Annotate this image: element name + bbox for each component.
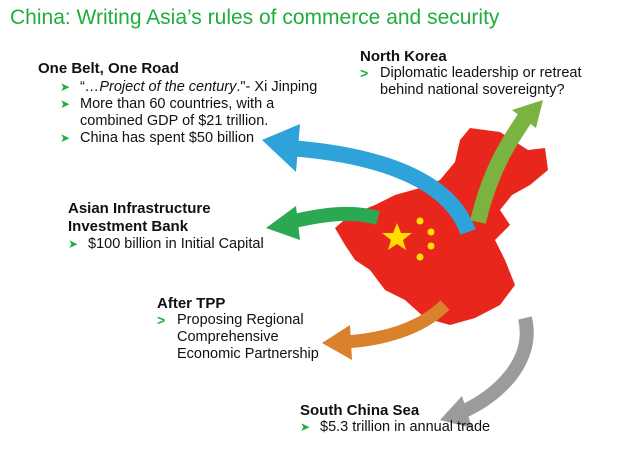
arrow-bullet-icon: ➤ xyxy=(300,420,311,434)
arrow-bullet-icon: ➤ xyxy=(60,97,71,111)
green-arrowhead-west xyxy=(266,206,300,240)
green-arrow-west xyxy=(288,206,380,229)
nk-bullet: >Diplomatic leadership or retreat behind… xyxy=(360,65,582,98)
scs-heading: South China Sea xyxy=(300,402,420,419)
arrow-bullet-icon: ➤ xyxy=(60,80,71,94)
aiib-section: Asian Infrastructure Investment Bank ➤$1… xyxy=(68,200,268,253)
obor-bullet: ➤China has spent $50 billion xyxy=(60,130,255,146)
green-arrowhead-north xyxy=(512,100,543,128)
obor-quote: ➤“…Project of the century."- Xi Jinping xyxy=(60,79,318,95)
obor-heading: One Belt, One Road xyxy=(38,60,179,77)
arrow-bullet-icon: ➤ xyxy=(60,131,71,145)
tpp-bullet: >Proposing Regional Comprehensive Econom… xyxy=(157,312,319,362)
tpp-section: After TPP >Proposing Regional Comprehens… xyxy=(157,295,342,363)
green-arrow-north xyxy=(470,113,532,224)
aiib-heading: Asian Infrastructure Investment Bank xyxy=(68,200,211,235)
orange-arrow xyxy=(344,300,450,349)
flag-star-small-icons xyxy=(416,217,435,261)
scs-bullet: ➤$5.3 trillion in annual trade xyxy=(300,419,491,435)
chevron-bullet-icon: > xyxy=(360,65,369,81)
nk-heading: North Korea xyxy=(360,48,447,65)
orange-arrowhead xyxy=(322,325,352,360)
arrow-bullet-icon: ➤ xyxy=(68,237,79,251)
gray-arrow xyxy=(459,316,534,419)
nk-section: North Korea >Diplomatic leadership or re… xyxy=(360,48,620,99)
blue-arrow xyxy=(289,140,476,235)
slide-title: China: Writing Asia’s rules of commerce … xyxy=(10,6,500,29)
chevron-bullet-icon: > xyxy=(157,312,166,328)
flag-star-large-icon xyxy=(382,223,412,250)
tpp-heading: After TPP xyxy=(157,295,226,312)
obor-bullet: ➤More than 60 countries, with a combined… xyxy=(60,96,275,129)
blue-arrowhead xyxy=(262,124,300,172)
obor-section: One Belt, One Road ➤“…Project of the cen… xyxy=(38,60,317,147)
aiib-bullet: ➤$100 billion in Initial Capital xyxy=(68,236,264,252)
gray-arrowhead xyxy=(440,396,472,428)
scs-section: South China Sea ➤$5.3 trillion in annual… xyxy=(300,402,490,436)
